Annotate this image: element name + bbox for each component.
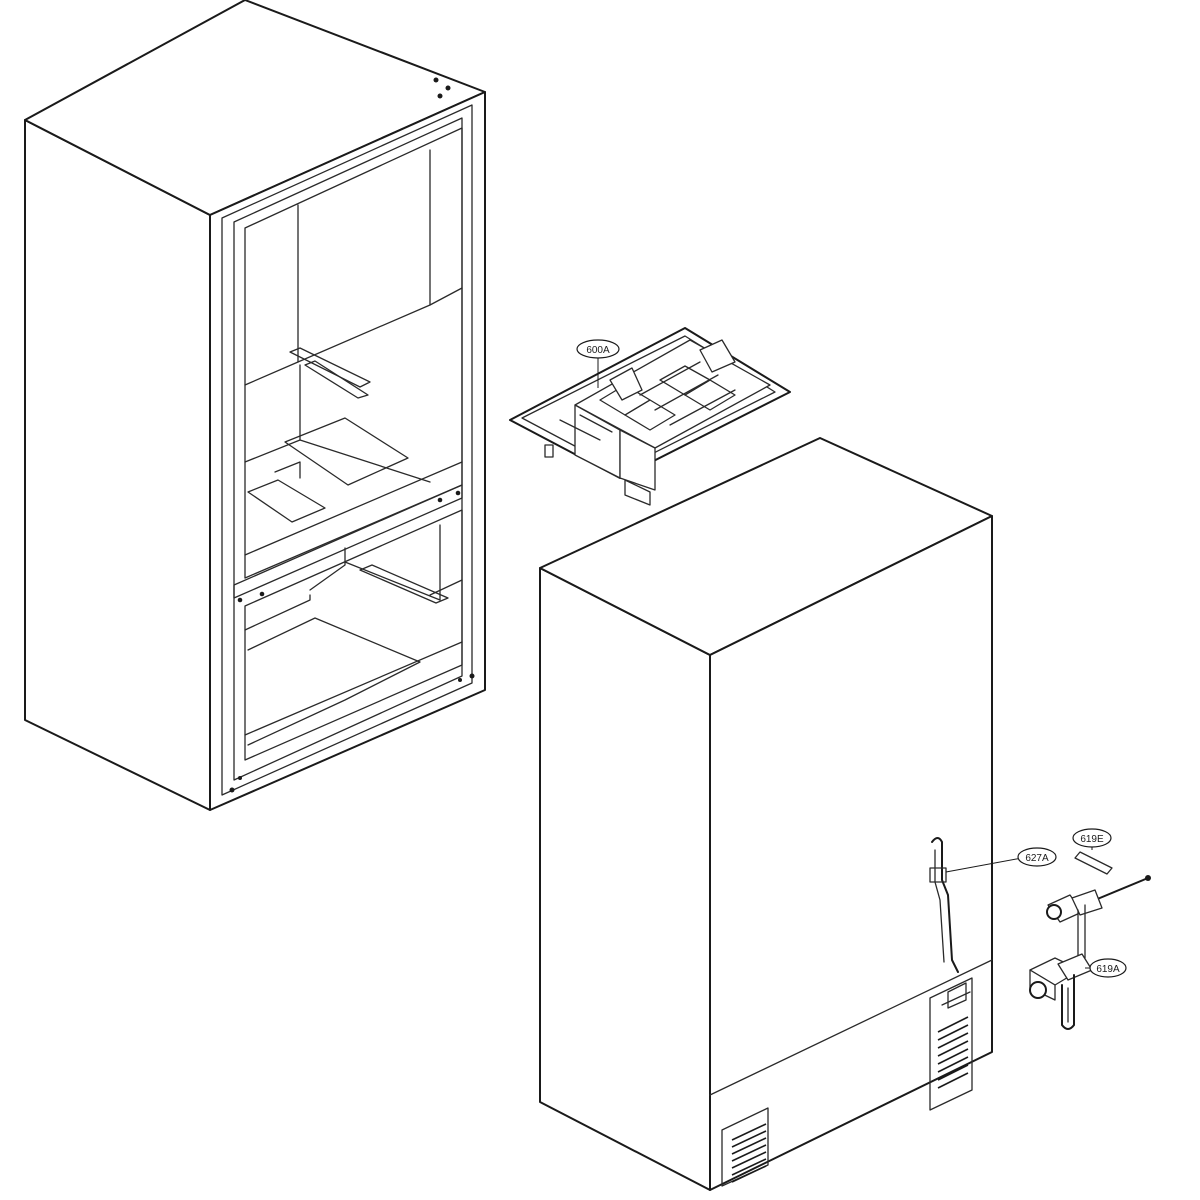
- water-tube: 627A: [929, 837, 1057, 973]
- water-tube-callout: 627A: [1017, 847, 1057, 867]
- water-valve-callout: 619A: [1089, 958, 1127, 978]
- ice-maker-callout-label: 600A: [586, 345, 610, 356]
- water-tube-callout-label: 627A: [1025, 853, 1049, 864]
- cabinet-front: [24, 0, 486, 811]
- bracket-callout: 619E: [1072, 828, 1112, 848]
- ice-maker: 600A: [509, 327, 791, 506]
- bracket-callout-label: 619E: [1080, 834, 1104, 845]
- cabinet-rear: [539, 437, 993, 1191]
- machine-compartment-vent-right: [937, 1016, 969, 1089]
- water-valve-callout-label: 619A: [1096, 964, 1120, 975]
- valve-bracket: 619E: [1072, 828, 1113, 875]
- machine-compartment-vent-left: [731, 1123, 767, 1183]
- ice-maker-callout: 600A: [576, 339, 620, 359]
- water-valve: 619A: [1029, 875, 1151, 1030]
